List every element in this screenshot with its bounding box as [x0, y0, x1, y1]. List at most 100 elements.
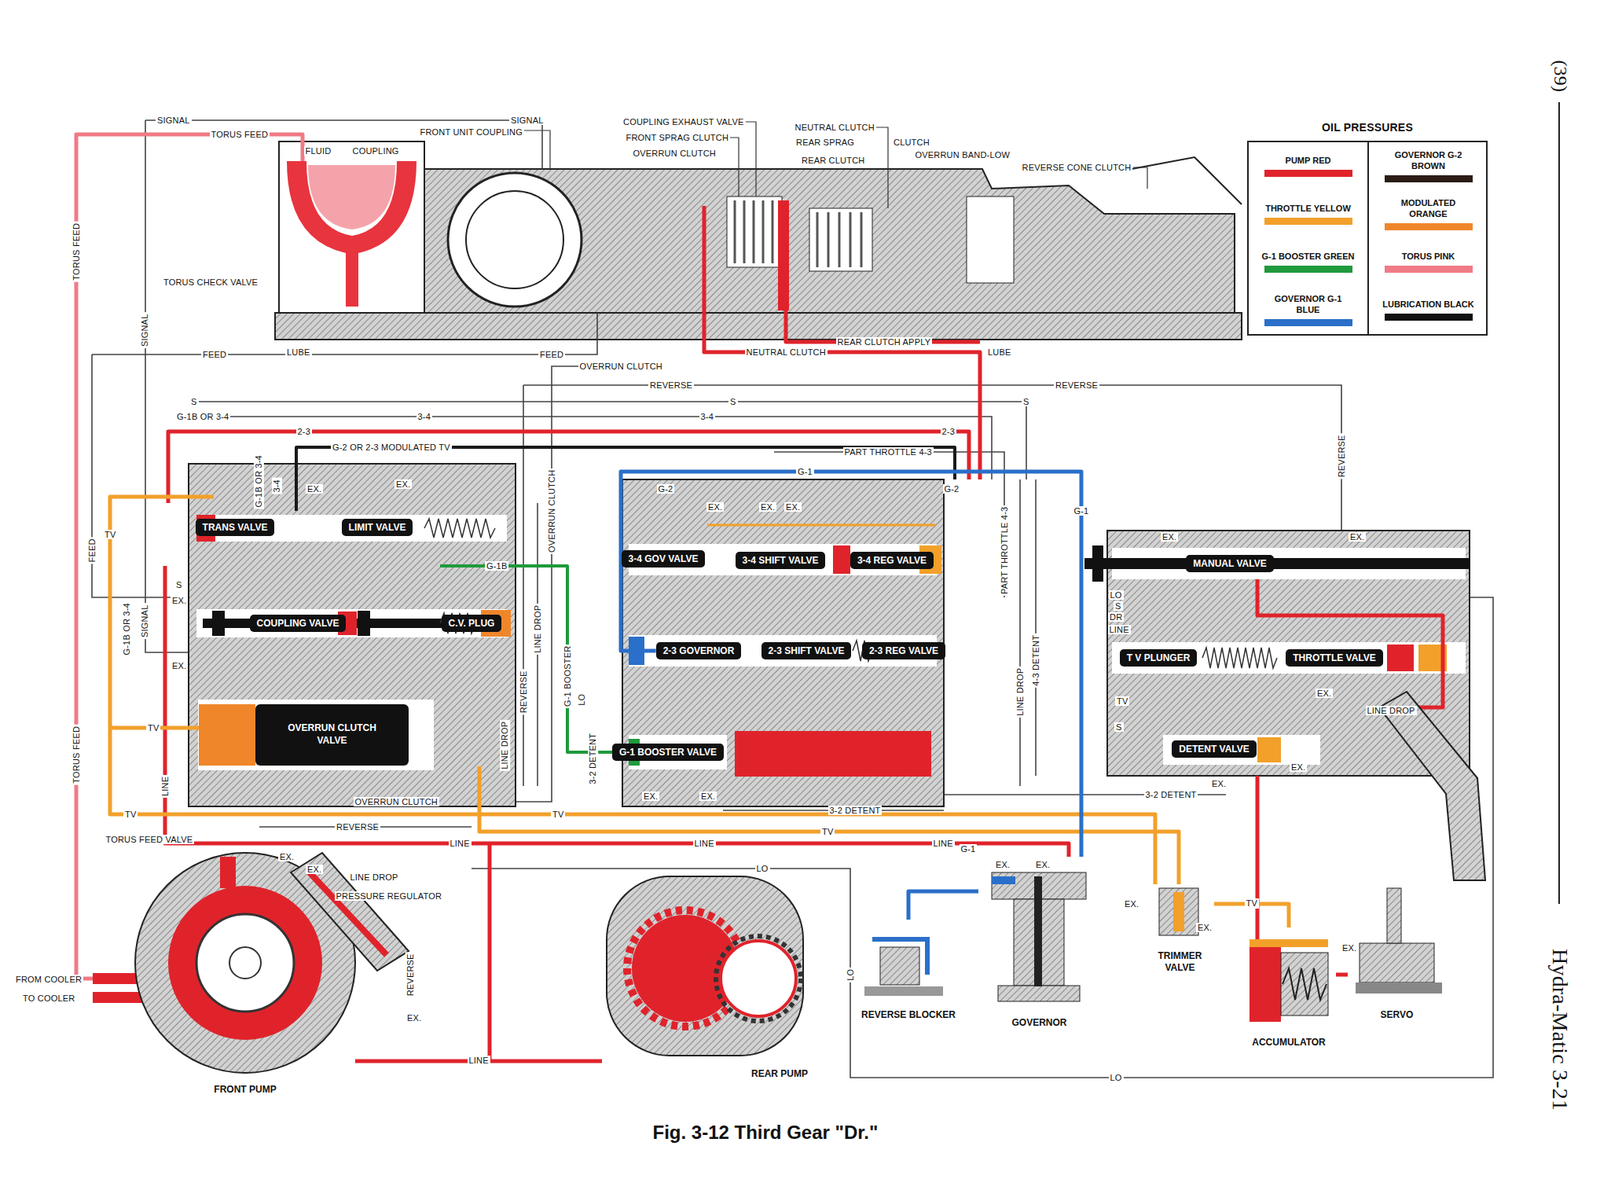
line-label: LINE	[467, 1055, 491, 1066]
line-label: TV	[1244, 898, 1259, 909]
passage-label: 3-4	[271, 477, 282, 495]
passage-label: G-1B OR 3-4	[121, 601, 133, 657]
passage-label: LUBE	[285, 347, 312, 358]
passage-label: FEED	[538, 349, 566, 360]
passage-label: S	[1113, 601, 1123, 612]
component-label: REVERSE BLOCKER	[859, 1009, 958, 1021]
legend-swatch	[1384, 223, 1473, 231]
passage-label: TV	[123, 809, 138, 820]
passage-label: LO	[576, 691, 588, 707]
passage-label: LINE DROP	[348, 872, 400, 883]
trimmer-drawing	[1159, 888, 1199, 936]
passage-label: EX.	[170, 660, 188, 672]
valve-label: COUPLING VALVE	[256, 617, 340, 629]
passage-label: OVERRUN CLUTCH	[578, 361, 665, 372]
passage-label: OVERRUN BAND-LOW	[913, 150, 1013, 161]
component-label: GOVERNOR	[1009, 1016, 1068, 1028]
throttle-valve: THROTTLE VALVE	[1285, 649, 1384, 667]
legend-swatch	[1384, 265, 1473, 273]
governor-drawing	[991, 872, 1087, 1002]
passage-label: LINE	[1108, 624, 1131, 635]
valve-label: 3-4 SHIFT VALVE	[742, 554, 819, 566]
valve-label: 2-3 SHIFT VALVE	[768, 645, 845, 657]
shift-valve: 2-3 SHIFT VALVE	[761, 642, 852, 660]
servo: SERVO	[1347, 880, 1446, 1022]
passage-label: S	[1114, 722, 1124, 733]
legend-text: GOVERNOR G-2 BROWN	[1382, 150, 1476, 173]
passage-label: TV	[550, 809, 566, 820]
valve-label: THROTTLE VALVE	[1292, 652, 1377, 664]
passage-label: TO COOLER	[21, 993, 77, 1004]
passage-label: REVERSE	[1053, 380, 1100, 391]
passage-label: EX.	[699, 791, 717, 802]
passage-label: FRONT UNIT COUPLING	[418, 127, 525, 138]
passage-label: EX.	[642, 791, 660, 802]
legend-text: TORUS PINK	[1401, 251, 1456, 263]
accumulator: ACCUMULATOR	[1241, 927, 1336, 1050]
passage-label: 4-3 DETENT	[1031, 632, 1042, 687]
passage-label: S	[174, 579, 184, 591]
passage-label: EX.	[394, 479, 412, 490]
legend-item: GOVERNOR G-2 BROWN	[1368, 142, 1488, 191]
component-label: ACCUMULATOR	[1250, 1036, 1328, 1048]
passage-label: EX.	[305, 484, 323, 495]
passage-label: REAR CLUTCH	[800, 155, 867, 166]
passage-label: TORUS FEED VALVE	[104, 834, 195, 845]
legend-text: G-1 BOOSTER GREEN	[1262, 251, 1355, 263]
passage-label: EX.	[1348, 532, 1366, 543]
passage-label: REVERSE CONE CLUTCH	[1020, 162, 1134, 173]
passage-label: TV	[820, 826, 835, 837]
detent-valve: DETENT VALVE	[1171, 740, 1257, 758]
passage-label: COUPLING	[351, 146, 401, 157]
passage-label: NEUTRAL CLUTCH	[793, 122, 877, 133]
passage-label: REVERSE	[648, 380, 694, 391]
passage-label: OVERRUN CLUTCH	[353, 796, 440, 808]
plunger-valve: T V PLUNGER	[1119, 649, 1198, 667]
legend-swatch	[1264, 265, 1353, 273]
hydraulic-line	[1335, 972, 1348, 977]
servo-drawing	[1355, 691, 1486, 994]
passage-label: G-1B	[484, 561, 509, 572]
legend-text: PUMP RED	[1285, 155, 1332, 167]
running-head: Hydra-Matic 3-21	[1547, 946, 1573, 1112]
passage-label: TORUS FEED	[71, 220, 82, 282]
passage-label: TORUS FEED	[71, 723, 82, 785]
passage-label: PART THROTTLE 4-3	[999, 504, 1010, 595]
pump: FRONT PUMP	[135, 848, 356, 1097]
hydraulic-line	[908, 891, 979, 920]
manual-valve: MANUAL VALVE	[1185, 554, 1274, 573]
passage-label: REAR SPRAG	[794, 137, 856, 148]
passage-label: REAR CLUTCH APPLY	[836, 337, 933, 348]
passage-label: SIGNAL	[139, 602, 151, 639]
passage-label: EX.	[1210, 778, 1228, 789]
passage-label: REVERSE	[518, 668, 529, 715]
valve-body	[188, 463, 516, 807]
valve-label: TRANS VALVE	[202, 521, 268, 533]
valve-label: C.V. PLUG	[448, 617, 496, 629]
passage-label: OVERRUN CLUTCH	[546, 467, 558, 554]
passage-label: 3-4	[699, 411, 716, 423]
passage-label: REVERSE	[405, 951, 416, 998]
passage-label: G-1B OR 3-4	[253, 453, 265, 509]
passage-label: G-2 OR 2-3 MODULATED TV	[330, 442, 452, 453]
passage-label: EX.	[759, 502, 777, 513]
figure-caption: Fig. 3-12 Third Gear "Dr."	[653, 1121, 879, 1144]
passage-label: G-1 BOOSTER	[562, 643, 573, 708]
blocker: REVERSE BLOCKER	[857, 919, 960, 1022]
legend-title: OIL PRESSURES	[1320, 121, 1415, 134]
passage-label: LINE DROP	[499, 719, 511, 771]
passage-label: EX.	[1122, 899, 1141, 910]
passage-label: EX.	[278, 851, 296, 863]
passage-label: LINE	[160, 774, 171, 797]
component-label: TRIMMER VALVE	[1145, 950, 1215, 973]
line-label: G-1	[796, 466, 815, 478]
valve-label: OVERRUN CLUTCH VALVE	[281, 722, 384, 747]
legend-swatch	[1384, 313, 1473, 321]
plug-valve: C.V. PLUG	[441, 614, 503, 632]
passage-label: SIGNAL	[509, 115, 546, 126]
legend-swatch	[1264, 217, 1353, 225]
legend-box: PUMP REDGOVERNOR G-2 BROWNTHROTTLE YELLO…	[1247, 140, 1488, 336]
passage-label: 3-2 DETENT	[587, 730, 599, 786]
passage-label: G-1	[1072, 506, 1091, 517]
